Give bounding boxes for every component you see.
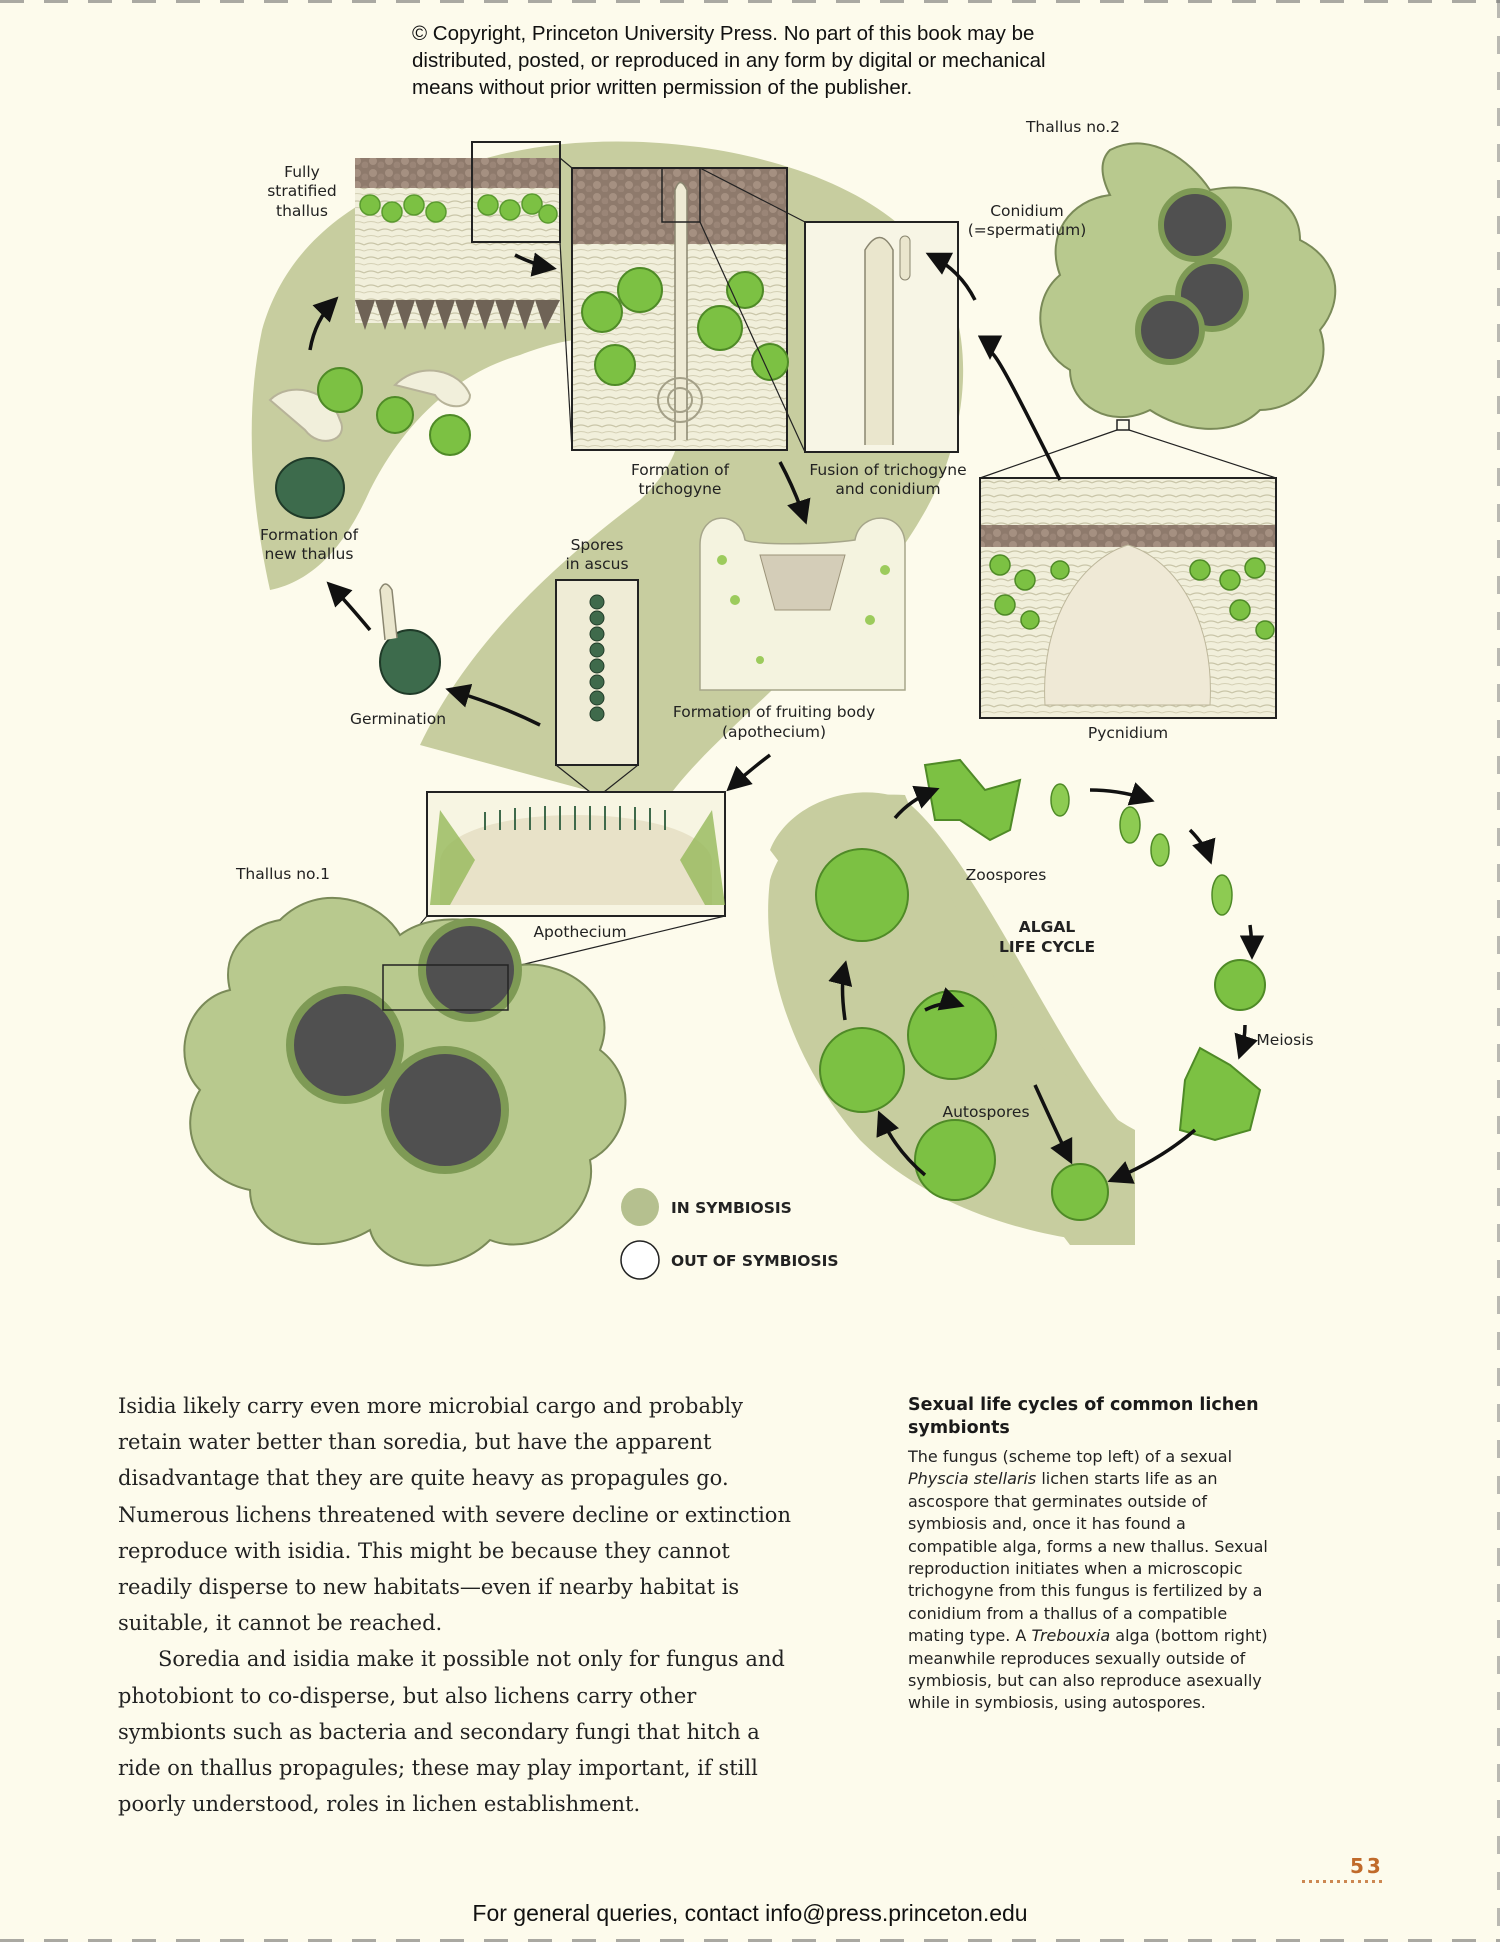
label-meiosis: Meiosis — [1256, 1031, 1313, 1049]
figure-labels: Fully stratified thallus Thallus no.2 Co… — [235, 118, 1314, 1121]
label-fusion: and conidium — [835, 480, 940, 498]
label-formation-new-thallus: new thallus — [265, 545, 354, 563]
label-formation-new-thallus: Formation of — [260, 526, 359, 544]
legend: IN SYMBIOSIS OUT OF SYMBIOSIS — [620, 1188, 839, 1280]
page-edge-bottom — [0, 1939, 1500, 1942]
caption-text: lichen starts life as an ascospore that … — [908, 1469, 1268, 1646]
label-thallus-no2: Thallus no.2 — [1025, 118, 1120, 136]
label-fusion: Fusion of trichogyne — [809, 461, 966, 479]
page-edge-right — [1497, 0, 1500, 1942]
label-fully-stratified: thallus — [276, 202, 328, 220]
legend-out-of-symbiosis-swatch — [620, 1240, 660, 1280]
label-fully-stratified: Fully — [284, 163, 320, 181]
germination-stage — [268, 367, 472, 695]
caption-species: Physcia stellaris — [908, 1469, 1037, 1489]
label-conidium: (=spermatium) — [968, 221, 1087, 239]
algal-life-cycle — [815, 758, 1266, 1221]
label-zoospores: Zoospores — [966, 866, 1047, 884]
page-number-dots — [1302, 1880, 1382, 1883]
label-thallus-no1: Thallus no.1 — [235, 865, 330, 883]
cycle-arrows — [308, 252, 1265, 1184]
label-pycnidium: Pycnidium — [1088, 724, 1168, 742]
label-formation-trichogyne: trichogyne — [639, 480, 722, 498]
body-paragraph: Isidia likely carry even more microbial … — [118, 1394, 791, 1636]
body-text: Isidia likely carry even more microbial … — [118, 1388, 798, 1822]
page-edge-top — [0, 0, 1500, 3]
copyright-notice: © Copyright, Princeton University Press.… — [412, 20, 1132, 101]
legend-out-of-symbiosis-label: OUT OF SYMBIOSIS — [671, 1252, 839, 1270]
caption-title: Sexual life cycles of common lichen symb… — [908, 1395, 1259, 1438]
label-spores: Spores — [571, 536, 624, 554]
label-fruiting-body: Formation of fruiting body — [673, 703, 875, 721]
label-conidium: Conidium — [990, 202, 1064, 220]
label-spores: in ascus — [565, 555, 628, 573]
label-algal-life-cycle: LIFE CYCLE — [999, 938, 1095, 956]
caption-body: The fungus (scheme top left) of a sexual… — [908, 1446, 1268, 1715]
copyright-line: © Copyright, Princeton University Press.… — [412, 22, 1035, 45]
ascus — [555, 579, 639, 793]
lichen-life-cycle-figure: Fully stratified thallus Thallus no.2 Co… — [183, 118, 1337, 1280]
stratified-thallus-section — [355, 141, 561, 330]
fruiting-body — [699, 517, 906, 691]
copyright-line: means without prior written permission o… — [412, 76, 913, 99]
label-autospores: Autospores — [942, 1103, 1029, 1121]
label-fully-stratified: stratified — [267, 182, 337, 200]
pycnidium-box — [979, 477, 1277, 719]
legend-in-symbiosis-swatch — [621, 1188, 659, 1226]
copyright-line: distributed, posted, or reproduced in an… — [412, 49, 1046, 72]
caption-text: The fungus (scheme top left) of a sexual — [908, 1447, 1233, 1466]
figure-caption: Sexual life cycles of common lichen symb… — [908, 1394, 1268, 1715]
thallus-no2 — [979, 142, 1337, 479]
body-paragraph: Soredia and isidia make it possible not … — [118, 1647, 785, 1817]
caption-text: alga (bottom right) meanwhile reproduces… — [908, 1626, 1268, 1713]
thallus-no1 — [183, 896, 627, 1267]
page-number: 53 — [1350, 1854, 1384, 1878]
footer-contact: For general queries, contact info@press.… — [472, 1900, 1028, 1926]
label-germination: Germination — [350, 710, 446, 728]
legend-in-symbiosis-label: IN SYMBIOSIS — [671, 1199, 792, 1217]
trichogyne-box — [559, 157, 789, 451]
label-fruiting-body: (apothecium) — [722, 723, 826, 741]
label-apothecium: Apothecium — [533, 923, 626, 941]
label-algal-life-cycle: ALGAL — [1019, 918, 1076, 936]
caption-genus: Trebouxia — [1031, 1626, 1111, 1646]
label-formation-trichogyne: Formation of — [631, 461, 730, 479]
apothecium-box — [382, 791, 726, 969]
